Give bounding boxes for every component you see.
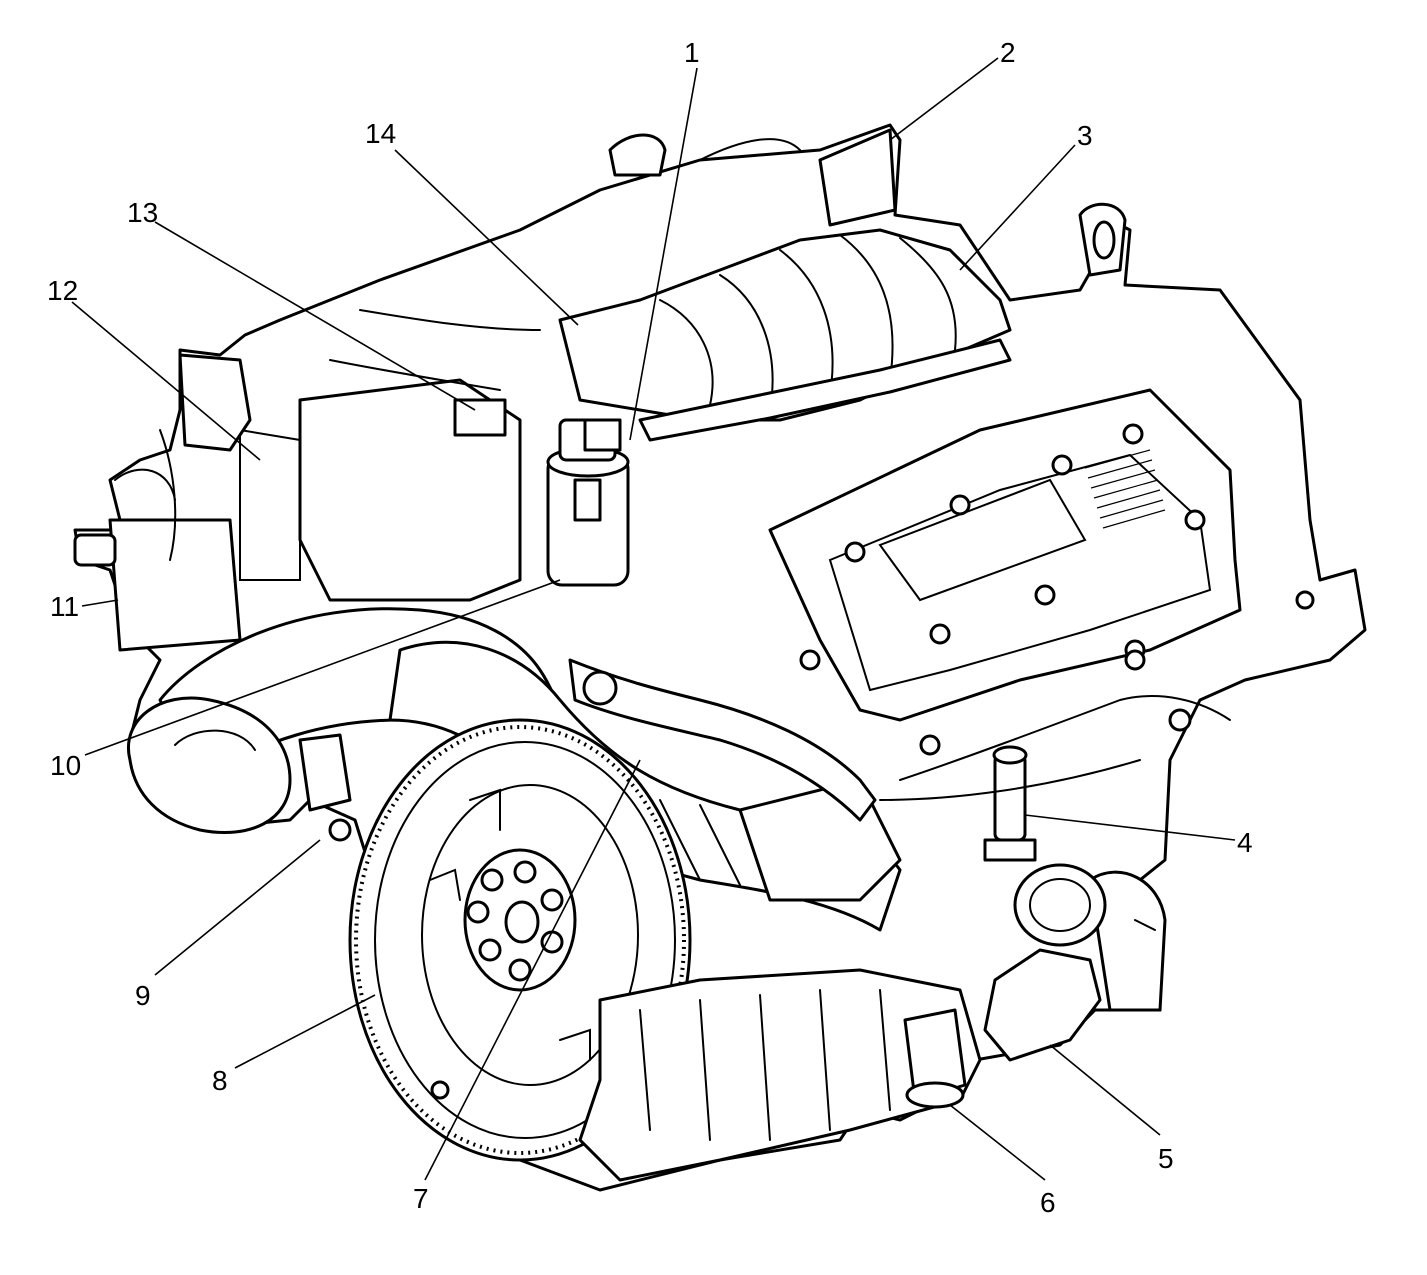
leader-9	[154, 839, 321, 976]
leader-5	[1049, 1044, 1161, 1136]
callout-3: 3	[1077, 120, 1093, 151]
callout-8: 8	[212, 1065, 228, 1096]
leader-4	[1024, 814, 1236, 841]
leader-10	[84, 579, 561, 756]
callout-2: 2	[1000, 37, 1016, 68]
leader-8	[234, 994, 376, 1069]
leader-3	[959, 144, 1076, 271]
callout-13: 13	[127, 197, 158, 228]
callout-5: 5	[1158, 1143, 1174, 1174]
leader-6	[949, 1104, 1046, 1181]
leader-7	[424, 759, 641, 1181]
callout-labels: 1 2 3 4 5 6 7 8 9 10 11 12 13 14	[47, 37, 1253, 1218]
callout-12: 12	[47, 275, 78, 306]
callout-9: 9	[135, 980, 151, 1011]
callout-7: 7	[413, 1183, 429, 1214]
leader-12	[71, 301, 261, 461]
leader-1	[629, 67, 698, 441]
leader-14	[394, 149, 579, 326]
callout-4: 4	[1237, 827, 1253, 858]
callout-14: 14	[365, 118, 396, 149]
callout-11: 11	[50, 591, 79, 622]
callout-10: 10	[50, 750, 81, 781]
engine-block-artwork	[73, 123, 1367, 1192]
callout-1: 1	[684, 37, 700, 68]
leader-13	[154, 221, 476, 411]
leader-11	[81, 599, 119, 607]
callout-leader-lines	[71, 57, 1236, 1181]
callout-6: 6	[1040, 1187, 1056, 1218]
leader-2	[889, 57, 999, 141]
